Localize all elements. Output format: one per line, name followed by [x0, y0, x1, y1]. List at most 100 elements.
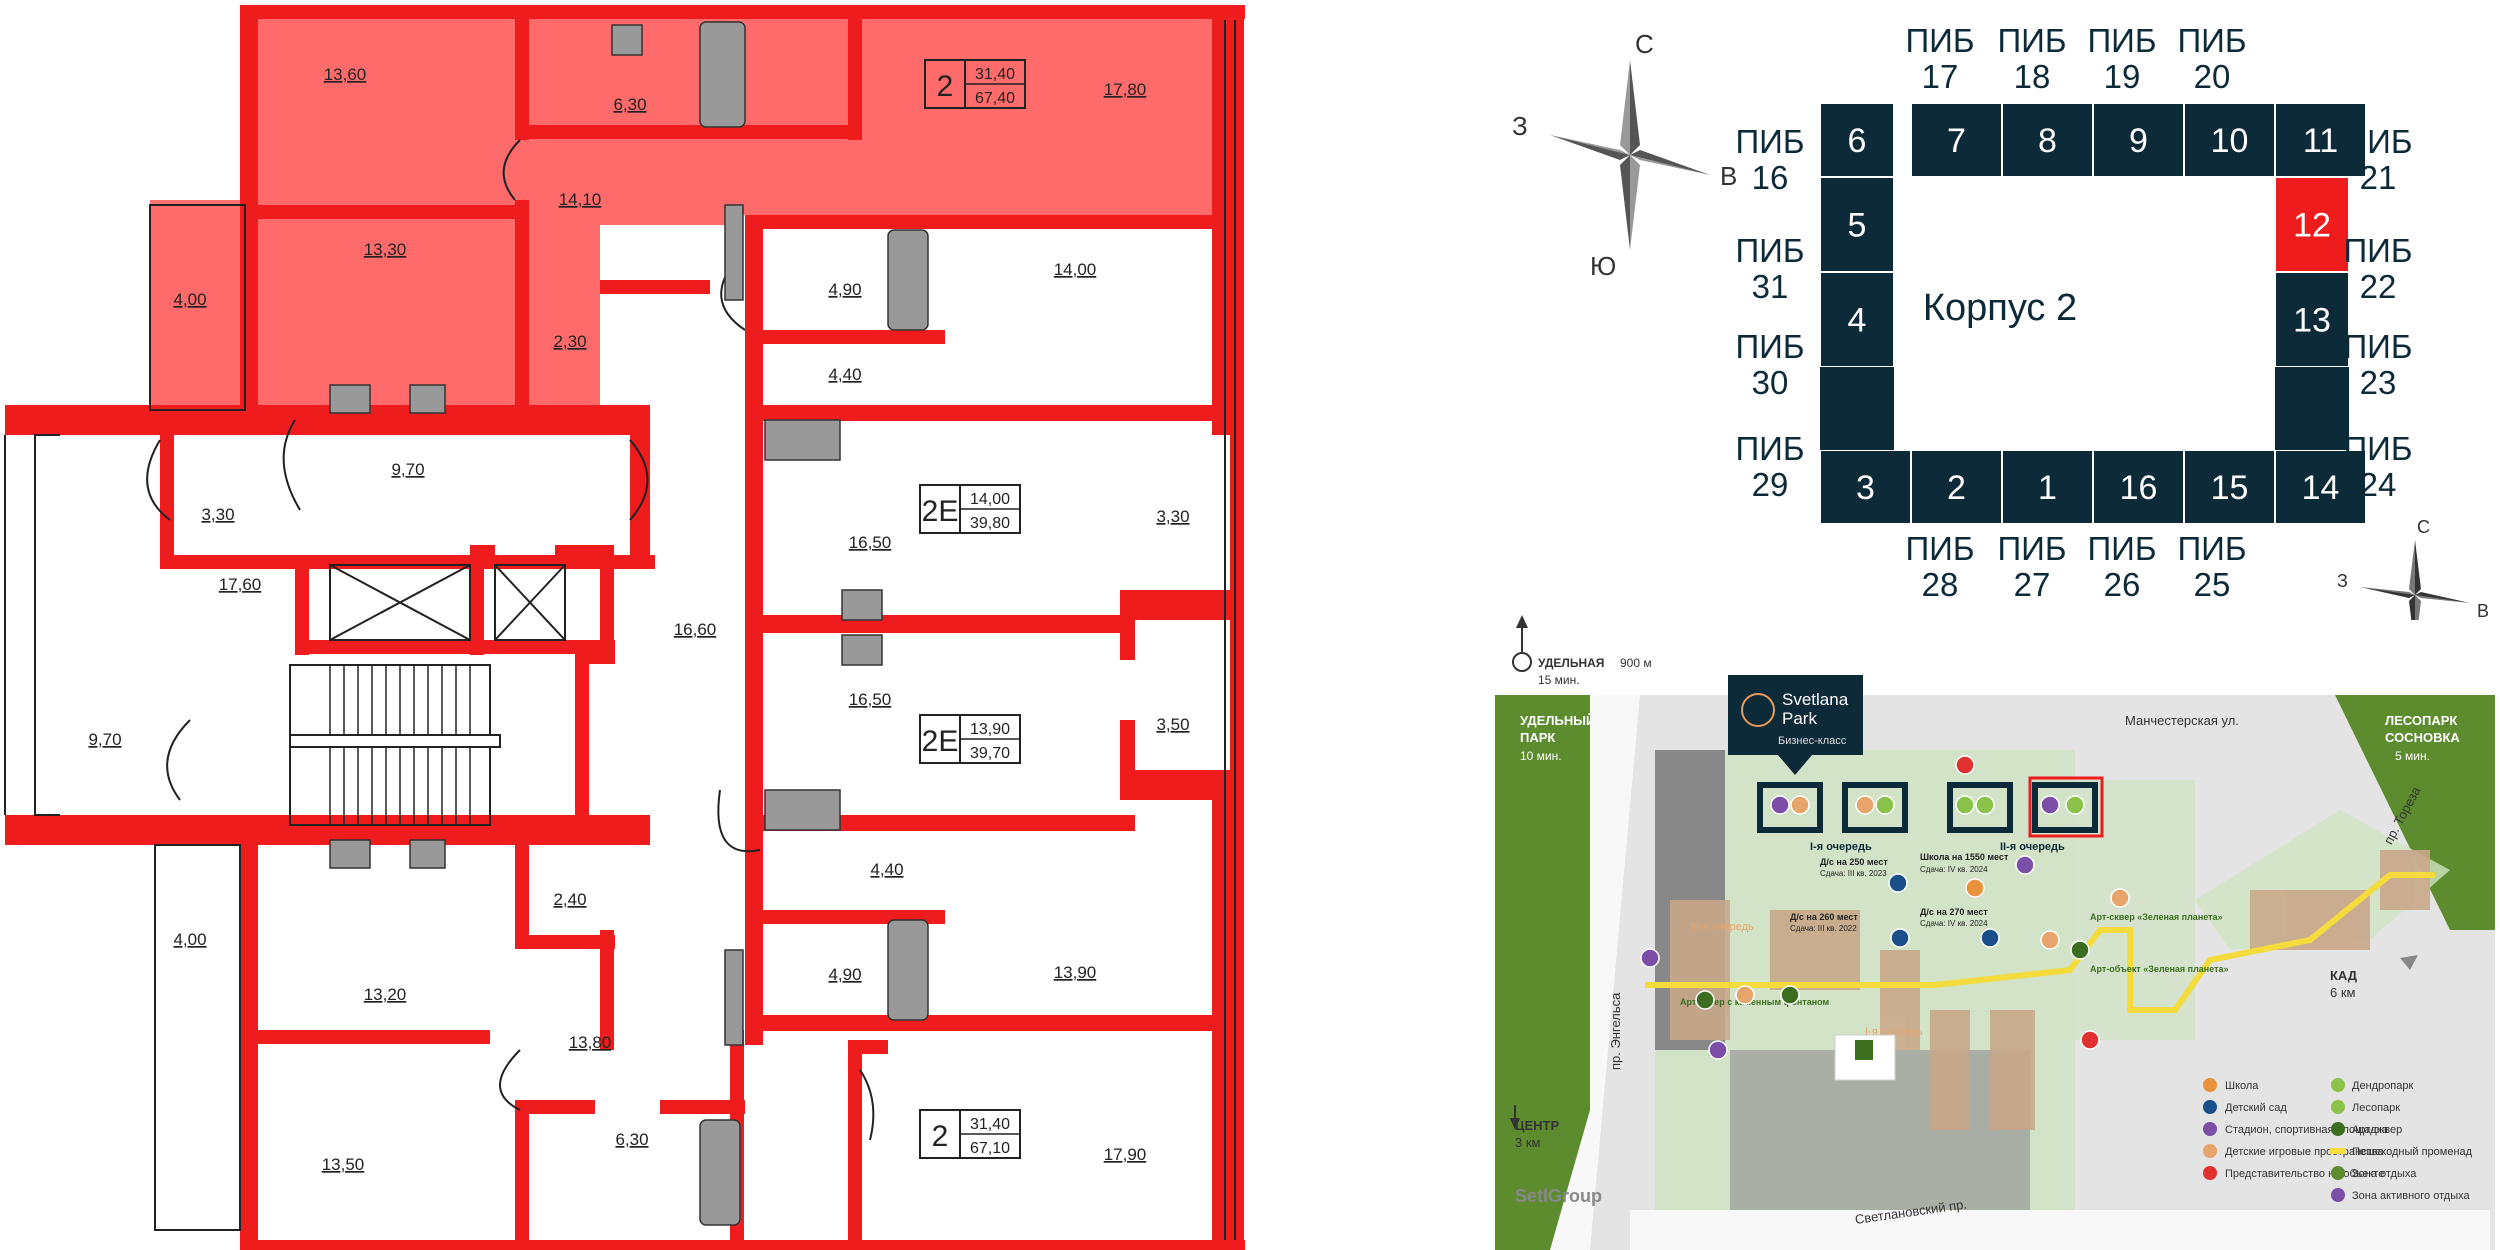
building-section-3[interactable]: 3	[1819, 449, 1912, 525]
building-section-7[interactable]: 7	[1910, 102, 2003, 178]
map-poi-icon	[2040, 795, 2060, 815]
svg-text:Д/с на 260 мест: Д/с на 260 мест	[1790, 912, 1858, 922]
svg-text:Сдача: IV кв. 2024: Сдача: IV кв. 2024	[1920, 865, 1988, 874]
building-section-9[interactable]: 9	[2092, 102, 2185, 178]
center-label: ЦЕНТР	[1515, 1118, 1559, 1133]
apartment-living-area: 13,90	[970, 721, 1010, 738]
svg-text:24: 24	[2360, 466, 2397, 503]
balconies	[4, 20, 1236, 1240]
legend-item: Пешеходный променад	[2352, 1146, 2473, 1158]
building-section-5[interactable]: 5	[1819, 176, 1895, 273]
legend-icon	[2203, 1122, 2217, 1136]
brand-banner: Svetlana Park Бизнес-класс	[1728, 675, 1863, 775]
svg-text:Д/с на 250 мест: Д/с на 250 мест	[1820, 857, 1888, 867]
building-section-1[interactable]: 1	[2001, 449, 2094, 525]
room-area-label: 9,70	[88, 730, 121, 749]
section-number: 5	[1848, 207, 1867, 245]
apartment-living-area: 31,40	[975, 66, 1015, 83]
svg-text:ПИБ: ПИБ	[2343, 328, 2412, 365]
svg-text:16: 16	[1752, 159, 1789, 196]
building-section-15[interactable]: 15	[2183, 449, 2276, 525]
apartment-total-area: 67,40	[975, 90, 1015, 107]
map-poi-icon	[2070, 940, 2090, 960]
svg-text:ПИБ: ПИБ	[2177, 22, 2246, 59]
svg-text:ПИБ: ПИБ	[2087, 530, 2156, 567]
svg-text:31: 31	[1752, 268, 1789, 305]
compass-small-n: С	[2417, 517, 2430, 537]
room-area-label: 13,20	[364, 985, 407, 1004]
map-poi-icon	[1790, 795, 1810, 815]
building-section-11[interactable]: 11	[2274, 102, 2367, 178]
staircase	[289, 664, 501, 826]
room-area-label: 16,50	[849, 533, 892, 552]
svg-text:ЛЕСОПАРК: ЛЕСОПАРК	[2385, 713, 2457, 728]
building-section-8[interactable]: 8	[2001, 102, 2094, 178]
svg-text:22: 22	[2360, 268, 2397, 305]
apartment-living-area: 31,40	[970, 1116, 1010, 1133]
map-poi-icon	[1640, 948, 1660, 968]
section-number: 12	[2293, 207, 2331, 245]
building-section-4[interactable]: 4	[1819, 271, 1895, 368]
legend-icon	[2203, 1144, 2217, 1158]
room-area-label: 3,50	[1156, 715, 1189, 734]
map-poi-icon	[2040, 930, 2060, 950]
room-area-label: 4,90	[828, 965, 861, 984]
current-building-highlight[interactable]	[2028, 776, 2104, 838]
section-number: 9	[2129, 122, 2148, 160]
svg-text:ПИБ: ПИБ	[1997, 530, 2066, 567]
building-section-14[interactable]: 14	[2274, 449, 2367, 525]
fixtures	[329, 21, 929, 1226]
legend-icon	[2203, 1166, 2217, 1180]
section-number: 1	[2038, 469, 2057, 507]
map-poi-icon	[1780, 985, 1800, 1005]
svg-text:21: 21	[2360, 159, 2397, 196]
svg-text:Арт-объект «Зеленая планета»: Арт-объект «Зеленая планета»	[2090, 964, 2229, 974]
room-area-label: 16,60	[674, 620, 717, 639]
svg-text:ПИБ: ПИБ	[1905, 530, 1974, 567]
apartment-total-area: 39,70	[970, 745, 1010, 762]
apartment-type: 2E	[922, 495, 959, 528]
building-section-12[interactable]: 12	[2274, 176, 2350, 273]
section-number: 13	[2293, 302, 2331, 340]
section-number: 10	[2211, 122, 2249, 160]
svg-text:17: 17	[1922, 58, 1959, 95]
section-number: 11	[2303, 122, 2338, 160]
room-area-label: 14,10	[559, 190, 602, 209]
legend-icon	[2203, 1078, 2217, 1092]
building-section-10[interactable]: 10	[2183, 102, 2276, 178]
legend-item: Лесопарк	[2352, 1102, 2400, 1114]
building-section-2[interactable]: 2	[1910, 449, 2003, 525]
building-section-16[interactable]: 16	[2092, 449, 2185, 525]
svg-text:III-я очередь: III-я очередь	[1690, 921, 1754, 933]
room-area-label: 4,40	[828, 365, 861, 384]
building-section-6[interactable]: 6	[1819, 102, 1895, 178]
building-section-13[interactable]: 13	[2274, 271, 2350, 368]
legend-item: Стадион, спортивная площадка	[2225, 1124, 2389, 1136]
map-poi-icon	[2110, 888, 2130, 908]
room-area-label: 4,00	[173, 290, 206, 309]
developer-logo: SetlGroup	[1515, 1186, 1602, 1206]
kad-dist: 6 км	[2330, 985, 2356, 1000]
room-area-label: 3,30	[201, 505, 234, 524]
svg-text:Сдача: III кв. 2023: Сдача: III кв. 2023	[1820, 869, 1887, 878]
legend-icon	[2330, 1148, 2346, 1154]
map-poi-icon	[2065, 795, 2085, 815]
site-map: УДЕЛЬНЫЙ ПАРК 10 мин. ЛЕСОПАРК СОСНОВКА …	[1495, 615, 2495, 1250]
room-area-label: 6,30	[613, 95, 646, 114]
map-poi-icon	[2080, 1030, 2100, 1050]
svg-text:I-я очередь: I-я очередь	[1810, 841, 1872, 853]
svg-text:Бизнес-класс: Бизнес-класс	[1778, 735, 1847, 747]
svg-text:27: 27	[2014, 566, 2051, 603]
svg-text:ПИБ: ПИБ	[1735, 430, 1804, 467]
